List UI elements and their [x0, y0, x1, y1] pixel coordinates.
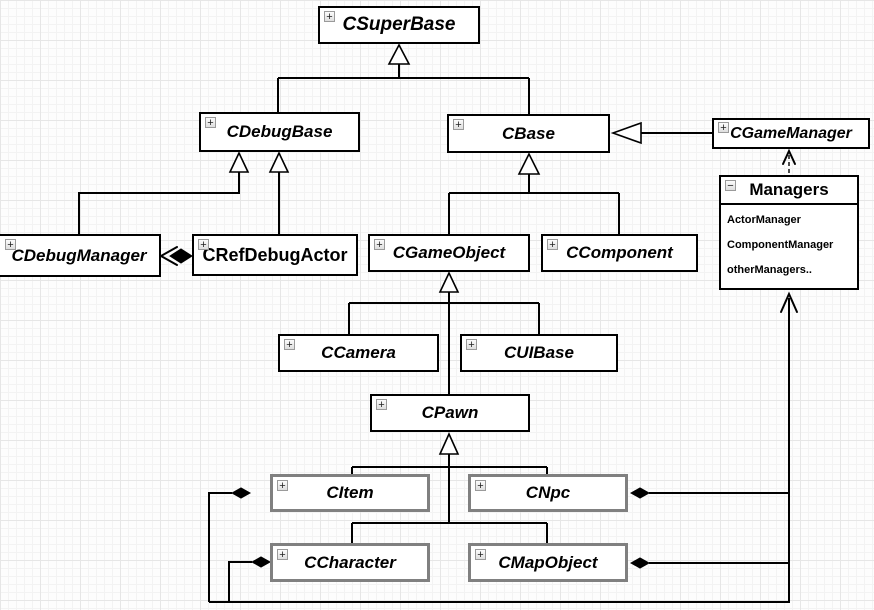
composition-cnpc-managers[interactable] [629, 487, 789, 499]
expand-icon[interactable]: + [376, 399, 387, 411]
class-cbase[interactable]: + CBase [447, 114, 610, 153]
class-name: CDebugBase [226, 122, 333, 141]
class-name: CGameObject [392, 243, 506, 262]
class-name: CSuperBase [342, 14, 456, 35]
composition-ccharacter-managers[interactable] [228, 556, 272, 602]
class-ccharacter[interactable]: + CCharacter [270, 543, 430, 582]
class-ccomponent[interactable]: + CComponent [541, 234, 698, 272]
expand-icon[interactable]: + [198, 239, 209, 251]
class-name: CPawn [421, 403, 479, 422]
generalization-to-cbase[interactable] [448, 152, 620, 234]
expand-icon[interactable]: + [374, 239, 385, 251]
composition-crefdebugactor-cdebugmanager[interactable] [158, 246, 193, 266]
class-crefdebugactor[interactable]: + CRefDebugActor [192, 234, 358, 276]
class-name: CUIBase [504, 343, 574, 362]
class-name: CNpc [525, 483, 571, 502]
expand-icon[interactable]: + [277, 480, 288, 492]
composition-citem-managers[interactable] [208, 487, 252, 602]
class-cgameobject[interactable]: + CGameObject [368, 234, 530, 272]
class-name: CCharacter [304, 552, 396, 572]
generalization-to-csuperbase[interactable] [277, 43, 530, 114]
expand-icon[interactable]: + [453, 119, 464, 131]
expand-icon[interactable]: + [475, 549, 486, 561]
shared-route-to-managers[interactable] [209, 291, 798, 603]
class-name: CItem [326, 483, 374, 502]
managers-header: − Managers [721, 177, 857, 205]
class-name: CGameManager [730, 124, 852, 142]
member-item: otherManagers.. [727, 264, 812, 276]
class-cpawn[interactable]: + CPawn [370, 394, 530, 432]
class-cmapobject[interactable]: + CMapObject [468, 543, 628, 582]
expand-icon[interactable]: + [284, 339, 295, 351]
class-name: CCamera [321, 343, 396, 362]
class-name: CBase [502, 123, 555, 143]
expand-icon[interactable]: + [718, 122, 729, 134]
collapse-icon[interactable]: − [725, 180, 736, 192]
expand-icon[interactable]: + [547, 239, 558, 251]
class-name: CMapObject [498, 552, 598, 572]
member-item: ComponentManager [727, 239, 834, 251]
expand-icon[interactable]: + [324, 11, 335, 23]
generalization-cgamemanager-to-cbase[interactable] [610, 121, 712, 145]
managers-member-list: ActorManager ComponentManager otherManag… [721, 205, 857, 276]
class-csuperbase[interactable]: + CSuperBase [318, 6, 480, 44]
expand-icon[interactable]: + [277, 549, 288, 561]
class-cgamemanager[interactable]: + CGameManager [712, 118, 870, 149]
class-cuibase[interactable]: + CUIBase [460, 334, 618, 372]
class-cdebugbase[interactable]: + CDebugBase [199, 112, 360, 152]
expand-icon[interactable]: + [205, 117, 216, 129]
dependency-managers-to-cgamemanager[interactable] [782, 148, 796, 175]
class-name: Managers [749, 180, 829, 199]
expand-icon[interactable]: + [466, 339, 477, 351]
generalization-crefdebugactor-to-cdebugbase[interactable] [268, 151, 290, 234]
class-managers[interactable]: − Managers ActorManager ComponentManager… [719, 175, 859, 290]
class-cdebugmanager[interactable]: + CDebugManager [0, 234, 161, 277]
class-name: CComponent [566, 243, 673, 262]
composition-cmapobject-managers[interactable] [629, 557, 789, 569]
class-name: CDebugManager [11, 245, 147, 265]
class-name: CRefDebugActor [202, 244, 348, 265]
generalization-to-cgameobject[interactable] [348, 271, 540, 394]
expand-icon[interactable]: + [5, 239, 16, 251]
class-citem[interactable]: + CItem [270, 474, 430, 512]
expand-icon[interactable]: + [475, 480, 486, 492]
generalization-to-cpawn[interactable] [351, 432, 548, 543]
class-ccamera[interactable]: + CCamera [278, 334, 439, 372]
member-item: ActorManager [727, 214, 801, 226]
class-cnpc[interactable]: + CNpc [468, 474, 628, 512]
generalization-cdebugmanager-to-cdebugbase[interactable] [78, 151, 250, 234]
